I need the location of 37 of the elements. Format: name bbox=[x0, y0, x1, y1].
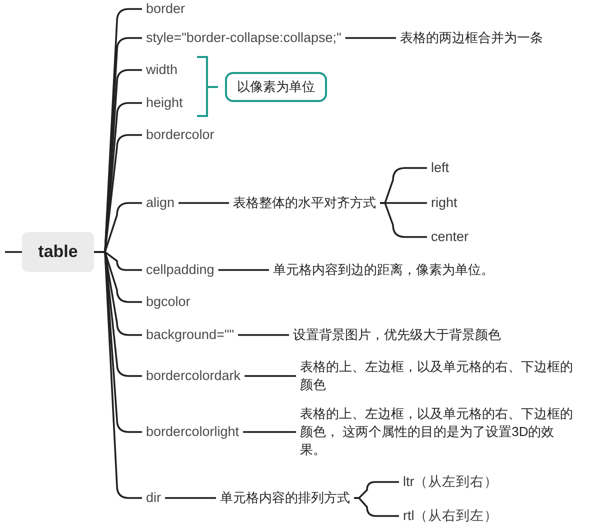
attribute-label: bordercolor bbox=[146, 126, 214, 144]
attribute-label: bordercolordark bbox=[146, 367, 241, 385]
description-text: 表格整体的水平对齐方式 bbox=[233, 194, 376, 212]
attribute-label: dir bbox=[146, 489, 162, 507]
description-text: 单元格内容的排列方式 bbox=[220, 489, 350, 507]
branch-line bbox=[380, 202, 427, 238]
branch-line bbox=[165, 497, 216, 499]
option-label: left bbox=[431, 159, 450, 177]
branch-line bbox=[238, 334, 289, 336]
branch-line bbox=[5, 251, 22, 253]
attribute-label: background="" bbox=[146, 326, 234, 344]
option-label: rtl（从右到左） bbox=[403, 507, 498, 525]
attribute-label: height bbox=[146, 94, 183, 112]
branch-line bbox=[243, 431, 296, 433]
branch-line bbox=[244, 375, 296, 377]
attribute-label: border bbox=[146, 0, 186, 18]
attribute-label: style="border-collapse:collapse;" bbox=[146, 29, 342, 47]
branch-line bbox=[354, 497, 399, 517]
attribute-label: align bbox=[146, 194, 175, 212]
branch-line bbox=[178, 202, 229, 204]
option-label: ltr（从左到右） bbox=[403, 473, 498, 491]
description-text: 表格的上、左边框，以及单元格的右、下边框的颜色， 这两个属性的目的是为了设置3D的效果。 bbox=[300, 405, 580, 459]
description-text: 单元格内容到边的距离，像素为单位。 bbox=[273, 261, 494, 279]
attribute-label: bgcolor bbox=[146, 293, 190, 311]
attribute-label: cellpadding bbox=[146, 261, 214, 279]
branch-line bbox=[94, 251, 142, 499]
root-topic-box: table bbox=[22, 232, 94, 272]
option-label: right bbox=[431, 194, 458, 212]
description-text: 表格的两边框合并为一条 bbox=[400, 29, 543, 47]
option-label: center bbox=[431, 228, 469, 246]
branch-line bbox=[218, 269, 269, 271]
branch-line bbox=[345, 37, 396, 39]
attribute-label: bordercolorlight bbox=[146, 423, 240, 441]
description-text: 表格的上、左边框，以及单元格的右、下边框的颜色 bbox=[300, 358, 580, 394]
description-text: 设置背景图片，优先级大于背景颜色 bbox=[293, 326, 501, 344]
summary-box: 以像素为单位 bbox=[225, 72, 327, 102]
attribute-label: width bbox=[146, 61, 178, 79]
